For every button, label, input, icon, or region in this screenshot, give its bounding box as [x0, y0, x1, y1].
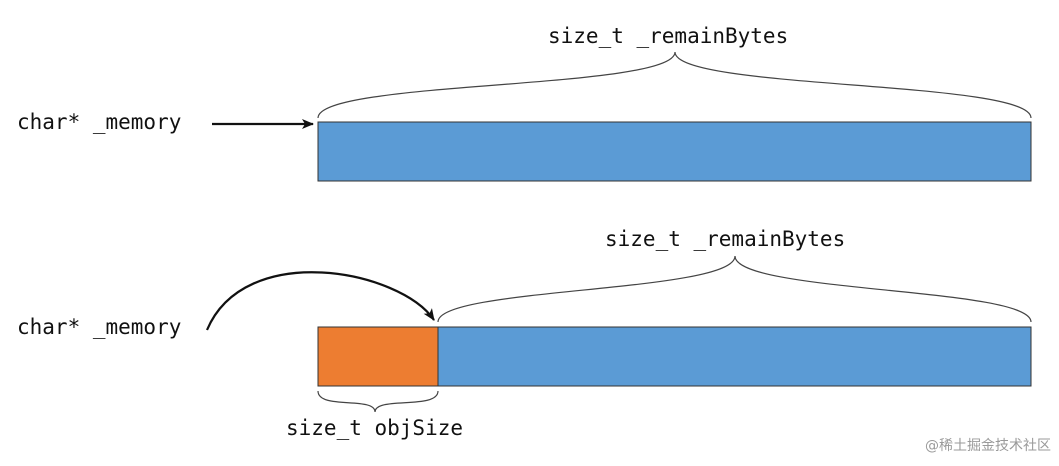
top-remain-brace — [317, 51, 1032, 119]
objsize-brace — [317, 390, 439, 413]
watermark: @稀土掘金技术社区 — [925, 438, 1051, 454]
objsize-label: size_t objSize — [286, 416, 464, 440]
bottom-remain-brace — [437, 255, 1032, 323]
top-memory-pointer-label: char* _memory — [17, 110, 182, 134]
top-remain-bytes-label: size_t _remainBytes — [548, 24, 789, 48]
bottom-memory-pointer-label: char* _memory — [17, 315, 182, 339]
top-memory-block — [317, 121, 1032, 182]
objsize-block — [317, 326, 439, 387]
bottom-remain-bytes-label: size_t _remainBytes — [605, 227, 846, 251]
bottom-memory-block — [437, 326, 1032, 387]
bottom-pointer-arrow — [205, 271, 435, 331]
